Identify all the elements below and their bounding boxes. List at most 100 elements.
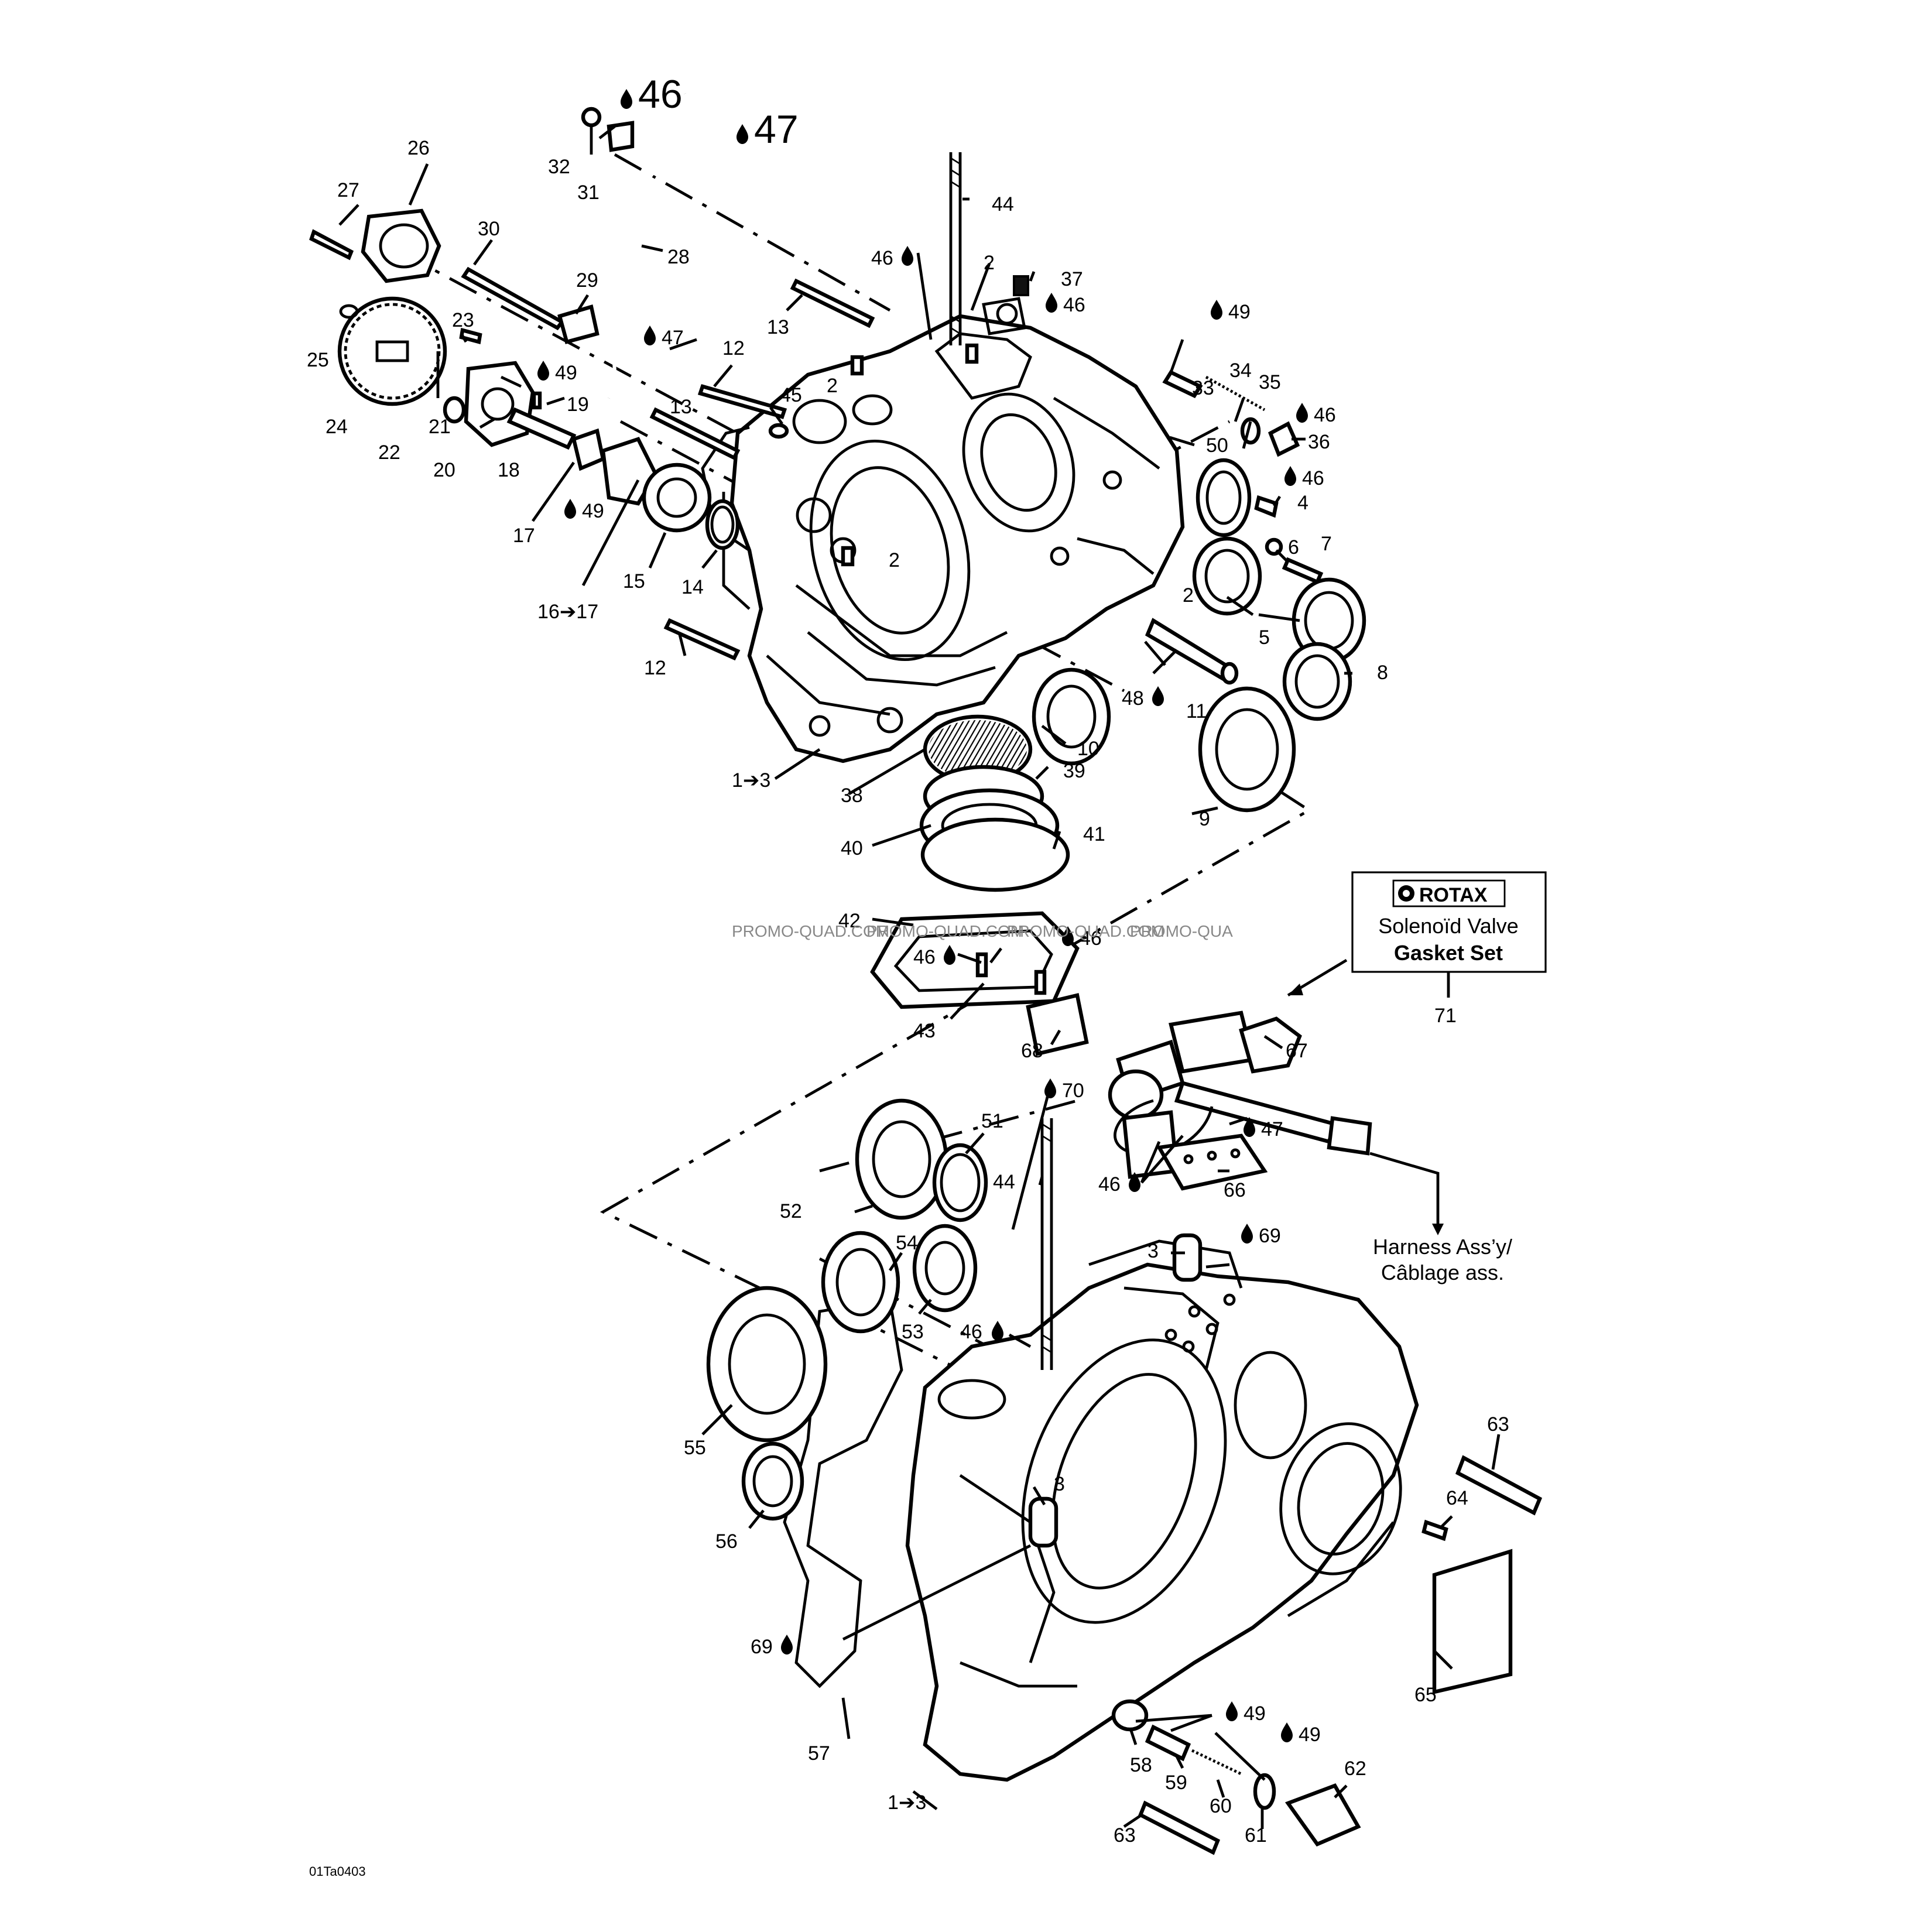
callout: 49	[1228, 301, 1251, 323]
callout: 69	[1259, 1225, 1281, 1247]
kit-line-1: Solenoïd Valve	[1378, 914, 1519, 938]
callout: 56	[715, 1530, 738, 1553]
harness-line-2: Câblage ass.	[1381, 1260, 1504, 1284]
callout: 21	[429, 416, 451, 438]
callout: 27	[337, 179, 359, 201]
liquid-drop-icon	[1226, 1701, 1238, 1721]
watermark: PROMO-QUAD.COM	[866, 922, 1024, 940]
callout: 49	[555, 362, 577, 384]
callout: 61	[1245, 1824, 1267, 1847]
callout: 46	[960, 1321, 982, 1343]
liquid-drop-icon	[902, 246, 913, 266]
callout: 25	[307, 349, 329, 371]
callout: 6	[1288, 536, 1299, 559]
liquid-drop-icon	[644, 326, 656, 345]
liquid-drop-icon	[781, 1635, 793, 1654]
callout: 36	[1308, 431, 1330, 453]
callout: 5	[1259, 626, 1270, 649]
callout: 62	[1344, 1758, 1366, 1780]
callout: 51	[981, 1110, 1003, 1132]
liquid-drop-icon	[992, 1321, 1003, 1341]
callout: 2	[889, 549, 900, 571]
leader-lines	[338, 125, 1501, 1829]
callout: 63	[1114, 1824, 1136, 1847]
callout: 40	[841, 837, 863, 859]
callout: 23	[452, 309, 474, 331]
callout: 50	[1206, 434, 1228, 457]
callout: 29	[576, 269, 598, 292]
watermark: PROMO-QUAD.COM	[1007, 922, 1164, 940]
liquid-drop-icon	[1284, 466, 1296, 486]
callout: 4	[1297, 492, 1308, 514]
callout: 43	[913, 1020, 936, 1042]
callout: 32	[548, 156, 570, 178]
callout: 9	[1199, 808, 1210, 830]
callout: 68	[1021, 1040, 1043, 1062]
callout: 15	[623, 570, 645, 592]
callout: 10	[1077, 738, 1099, 760]
callout: 34	[1229, 359, 1252, 382]
liquid-drop-icon	[1241, 1224, 1253, 1244]
callout: 12	[722, 337, 745, 359]
callout: 12	[644, 657, 666, 679]
callout: 31	[577, 181, 600, 204]
callout: 8	[1377, 662, 1388, 684]
callout: 60	[1210, 1795, 1232, 1817]
callout: 3	[1054, 1473, 1065, 1495]
callout: 44	[992, 193, 1014, 215]
callout: 47	[754, 107, 799, 152]
callout: 49	[1244, 1703, 1266, 1725]
callout: 2	[984, 252, 995, 274]
liquid-drop-icon	[1046, 293, 1057, 313]
solenoid-valve	[1026, 871, 1547, 1235]
callout: 70	[1062, 1080, 1084, 1102]
callout: 55	[684, 1437, 706, 1459]
liquid-drop-icon	[1211, 300, 1222, 320]
callout: 33	[1192, 377, 1214, 399]
liquid-drop-icon	[621, 89, 632, 109]
liquid-drop-icon	[1044, 1078, 1056, 1098]
callout: 7	[1321, 533, 1332, 555]
callout: 46	[1302, 467, 1324, 489]
watermark: PROMO-QUA	[1130, 922, 1233, 940]
callout: 20	[433, 459, 455, 481]
kit-line-2: Gasket Set	[1394, 941, 1503, 965]
brand-logo-text: ROTAX	[1419, 884, 1488, 906]
oil-strainer-stack	[870, 714, 1080, 1009]
callout: 42	[838, 910, 861, 932]
callout: 17	[513, 525, 535, 547]
watermark: PROMO-QUAD.COM	[732, 922, 889, 940]
callout: 47	[1261, 1118, 1283, 1140]
callout: 44	[993, 1171, 1015, 1193]
callout: 46	[638, 72, 683, 117]
callout: 3	[1147, 1240, 1159, 1262]
harness-line-1: Harness Ass’y/	[1373, 1235, 1512, 1259]
watermarks: PROMO-QUAD.COM PROMO-QUAD.COM PROMO-QUAD…	[732, 922, 1233, 940]
callout: 41	[1083, 823, 1105, 845]
diagram-code: 01Ta0403	[309, 1864, 366, 1879]
callout: 69	[751, 1636, 773, 1658]
liquid-drop-icon	[1281, 1722, 1293, 1742]
callout: 16➔17	[537, 601, 598, 623]
liquid-drop-icon	[737, 124, 748, 144]
callout: 14	[681, 576, 704, 598]
callout: 2	[1183, 584, 1194, 607]
callout: 13	[670, 396, 692, 418]
callout: 13	[767, 316, 789, 338]
right-side-parts	[1032, 369, 1366, 813]
callout: 19	[567, 393, 589, 416]
callout: 49	[582, 500, 604, 522]
callout: 47	[662, 327, 684, 349]
callout: 65	[1414, 1684, 1437, 1706]
callout: 30	[478, 218, 500, 240]
callout: 52	[780, 1200, 802, 1222]
callout: 1➔3	[732, 769, 770, 792]
liquid-drop-icon	[1152, 686, 1164, 706]
callout: 37	[1061, 268, 1083, 290]
callout: 57	[808, 1742, 830, 1765]
callout: 22	[378, 441, 400, 464]
liquid-drop-icon	[537, 361, 549, 381]
callout: 66	[1224, 1179, 1246, 1201]
callout: 11	[1186, 700, 1207, 722]
callout: 71	[1434, 1005, 1457, 1027]
